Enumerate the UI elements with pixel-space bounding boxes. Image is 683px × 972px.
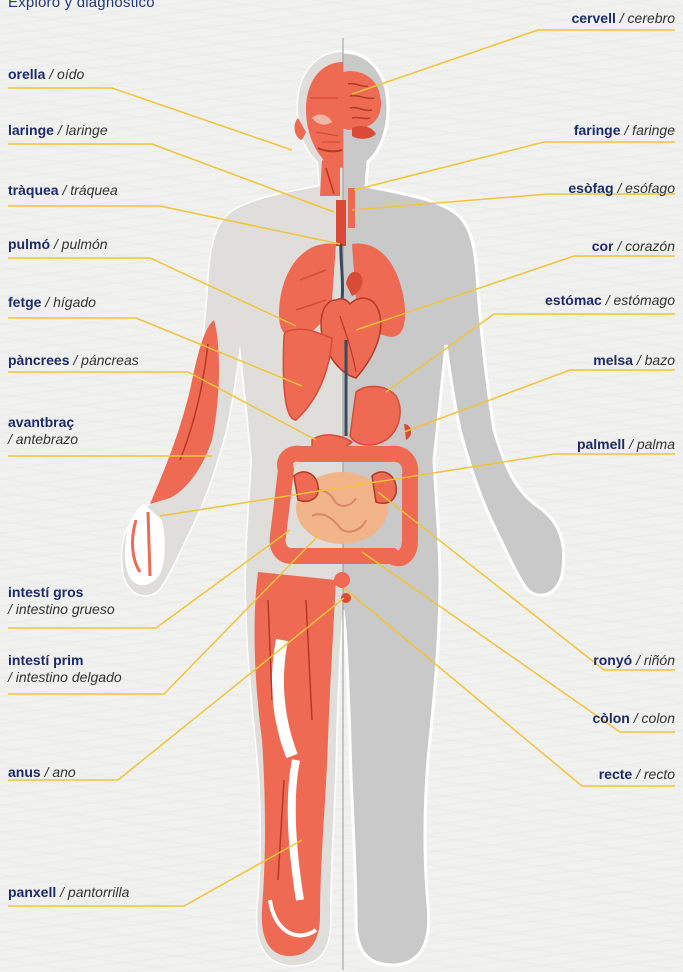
kidney-left	[294, 472, 318, 501]
label-palmell: palmell / palma	[577, 436, 675, 453]
kidney-right	[372, 472, 396, 503]
label-melsa: melsa / bazo	[593, 352, 675, 369]
label-colon: còlon / colon	[593, 710, 675, 727]
label-fetge: fetge / hígado	[8, 294, 96, 311]
label-faringe: faringe / faringe	[574, 122, 675, 139]
label-pulmo: pulmó / pulmón	[8, 236, 108, 253]
label-ronyo: ronyó / riñón	[593, 652, 675, 669]
label-cor: cor / corazón	[592, 238, 675, 255]
label-traquea: tràquea / tráquea	[8, 182, 118, 199]
label-intesti-prim: intestí prim/ intestino delgado	[8, 652, 122, 686]
label-orella: orella / oído	[8, 66, 84, 83]
label-pancrees: pàncrees / páncreas	[8, 352, 139, 369]
label-recte: recte / recto	[599, 766, 675, 783]
label-esofag: esòfag / esófago	[568, 180, 675, 197]
label-laringe: laringe / laringe	[8, 122, 108, 139]
label-cervell: cervell / cerebro	[571, 10, 675, 27]
label-avantbrac: avantbraç/ antebrazo	[8, 414, 78, 448]
label-anus: anus / ano	[8, 764, 76, 781]
label-estomac: estómac / estómago	[545, 292, 675, 309]
label-intesti-gros: intestí gros/ intestino grueso	[8, 584, 115, 618]
label-panxell: panxell / pantorrilla	[8, 884, 129, 901]
